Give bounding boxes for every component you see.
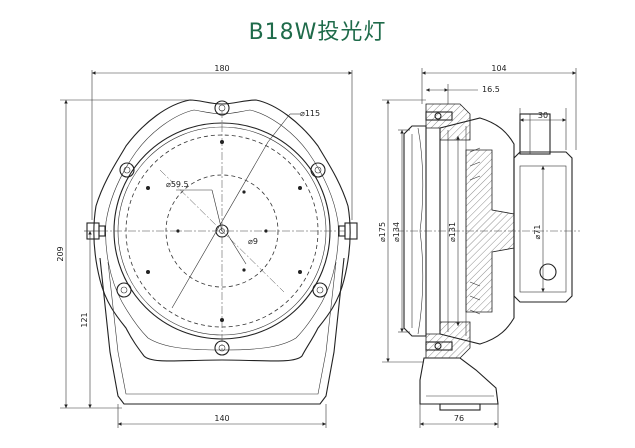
drawing-title: B18W投光灯: [248, 20, 387, 45]
dim-lower-height: 121: [80, 312, 89, 327]
cooling-fins: [469, 147, 481, 315]
housing-body: [439, 117, 515, 345]
lobe-bosses: [116, 100, 328, 356]
dim-base-width: 140: [214, 414, 229, 423]
side-stand: [419, 357, 499, 405]
dim-glass-dia: ⌀134: [392, 222, 401, 242]
dim-box-dia: ⌀71: [533, 225, 542, 240]
front-view: 180 209 121 140 ⌀115 ⌀59.5 ⌀9: [56, 64, 358, 428]
dim-width: 180: [214, 64, 229, 73]
dim-inner-dia: ⌀131: [448, 222, 457, 242]
housing-outline: [93, 99, 351, 362]
stand-bracket-inner: [107, 261, 337, 395]
dim-height: 209: [56, 246, 65, 261]
housing-inner-outline: [105, 109, 339, 351]
side-view: 104 16.5 30 ⌀175 ⌀134 ⌀131 ⌀71 76: [378, 64, 580, 428]
dim-outer-dia: ⌀175: [378, 222, 387, 242]
dim-bolt-circle: ⌀59.5: [166, 180, 189, 189]
dim-lens-dia: ⌀115: [300, 109, 320, 118]
driver-box: [513, 151, 573, 303]
dim-base-depth: 76: [454, 414, 464, 423]
dim-flange: 16.5: [482, 85, 500, 94]
dim-depth: 104: [491, 64, 506, 73]
cable-gland: [539, 263, 557, 281]
dim-center-hole: ⌀9: [248, 237, 258, 246]
screw-dots: [146, 140, 302, 322]
dim-box-width: 30: [538, 111, 548, 120]
